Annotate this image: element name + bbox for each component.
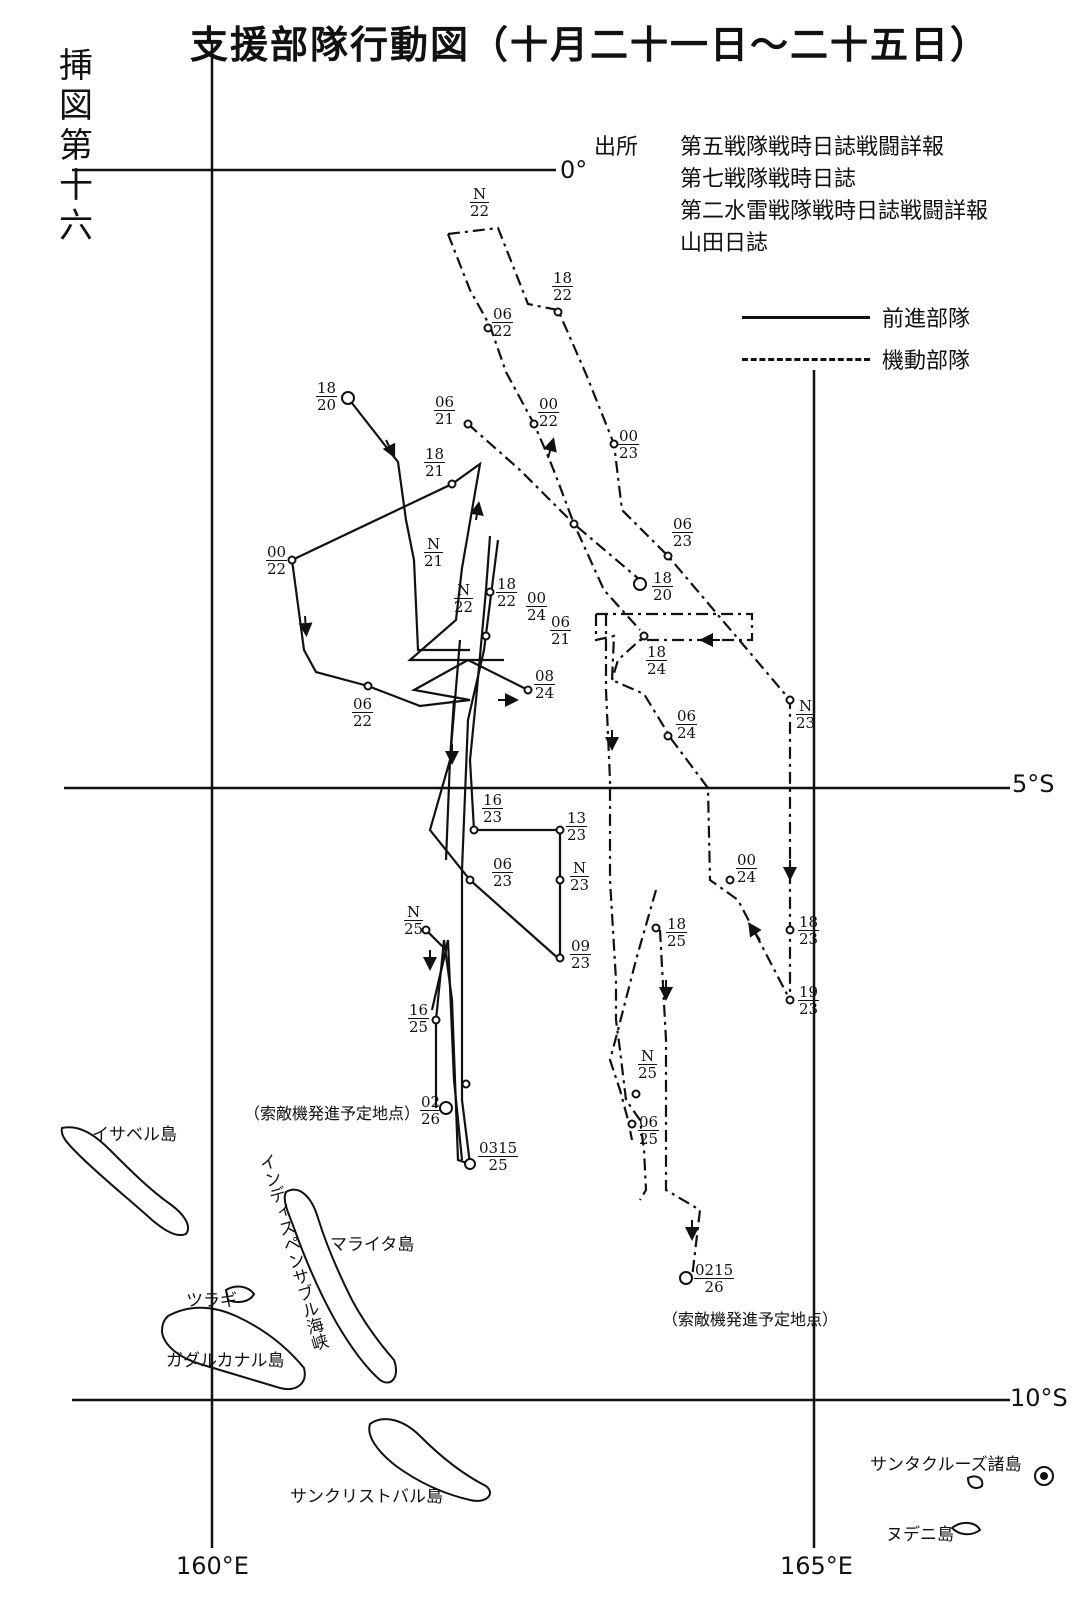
source-item: 第五戦隊戦時日誌戦闘詳報	[680, 135, 945, 160]
malaita-island-shape	[283, 1188, 398, 1384]
mobile-track-3	[594, 614, 791, 1001]
ndeni-island-label: ヌデニ島	[886, 1525, 954, 1545]
lat-5s-label: 5°S	[1012, 770, 1055, 798]
figure-label: 挿図第十六	[59, 46, 93, 246]
sources-heading: 出所	[594, 135, 639, 160]
legend-mobile-force: 機動部隊	[742, 338, 970, 380]
advance-track-7	[444, 699, 456, 861]
lon-165e-label: 165°E	[780, 1552, 853, 1580]
santa-cruz-islands-label: サンタクルーズ諸島	[870, 1455, 1022, 1475]
san-cristobal-island-label: サンクリストバル島	[290, 1487, 443, 1507]
direction-arrows	[298, 437, 797, 1241]
legend-advance-label: 前進部隊	[882, 307, 971, 332]
advance-track-6	[425, 929, 464, 1161]
solid-line-swatch	[742, 315, 870, 319]
mobile-track-8	[467, 423, 641, 581]
guadalcanal-island-shape	[160, 1306, 306, 1390]
isabel-island-label: イサベル島	[92, 1125, 177, 1145]
advance-track-3	[290, 559, 529, 708]
tulagi-island-shape	[224, 1285, 256, 1303]
mobile-track-4	[596, 612, 754, 681]
ndeni-island-shape	[950, 1522, 982, 1536]
map-title: 支援部隊行動図（十月二十一日～二十五日）	[190, 23, 991, 67]
search-plane-launch-note-right: （索敵機発進予定地点）	[662, 1310, 839, 1329]
tulagi-label: ツラギ	[186, 1291, 237, 1311]
waypoints	[287, 307, 795, 1285]
lat-10s-label: 10°S	[1010, 1384, 1068, 1412]
santa-cruz-small-island	[1034, 1466, 1054, 1486]
isabel-island-shape	[60, 1126, 189, 1236]
advance-track-2	[291, 461, 504, 662]
mobile-track-6	[608, 889, 658, 1141]
source-item: 第七戦隊戦時日誌	[680, 167, 857, 192]
lon-160e-label: 160°E	[176, 1552, 249, 1580]
mobile-track-2	[446, 233, 641, 631]
guadalcanal-island-label: ガダルカナル島	[166, 1351, 285, 1371]
legend-advance-force: 前進部隊	[742, 296, 970, 338]
sources-block: 出所 第五戦隊戦時日誌戦闘詳報 第七戦隊戦時日誌 第二水雷戦隊戦時日誌戦闘詳報 …	[594, 132, 988, 260]
advance-force-tracks	[290, 397, 562, 1166]
mobile-track-1	[447, 226, 792, 1000]
legend: 前進部隊 機動部隊	[742, 296, 970, 380]
dashdot-line-swatch	[742, 357, 870, 361]
malaita-island-label: マライタ島	[330, 1235, 415, 1255]
search-plane-launch-note-left: （索敵機発進予定地点）	[244, 1104, 421, 1123]
legend-mobile-label: 機動部隊	[882, 349, 971, 374]
santa-cruz-island-shape	[966, 1475, 984, 1489]
grid-lines	[64, 40, 1010, 1548]
mobile-force-tracks	[446, 226, 792, 1279]
mobile-track-7	[658, 929, 702, 1279]
lat-0-label: 0°	[560, 156, 588, 184]
san-cristobal-island-shape	[368, 1418, 491, 1502]
source-item: 第二水雷戦隊戦時日誌戦闘詳報	[680, 199, 989, 224]
source-item: 山田日誌	[680, 231, 769, 256]
mobile-track-5	[604, 614, 648, 1201]
islands	[60, 1126, 1054, 1536]
